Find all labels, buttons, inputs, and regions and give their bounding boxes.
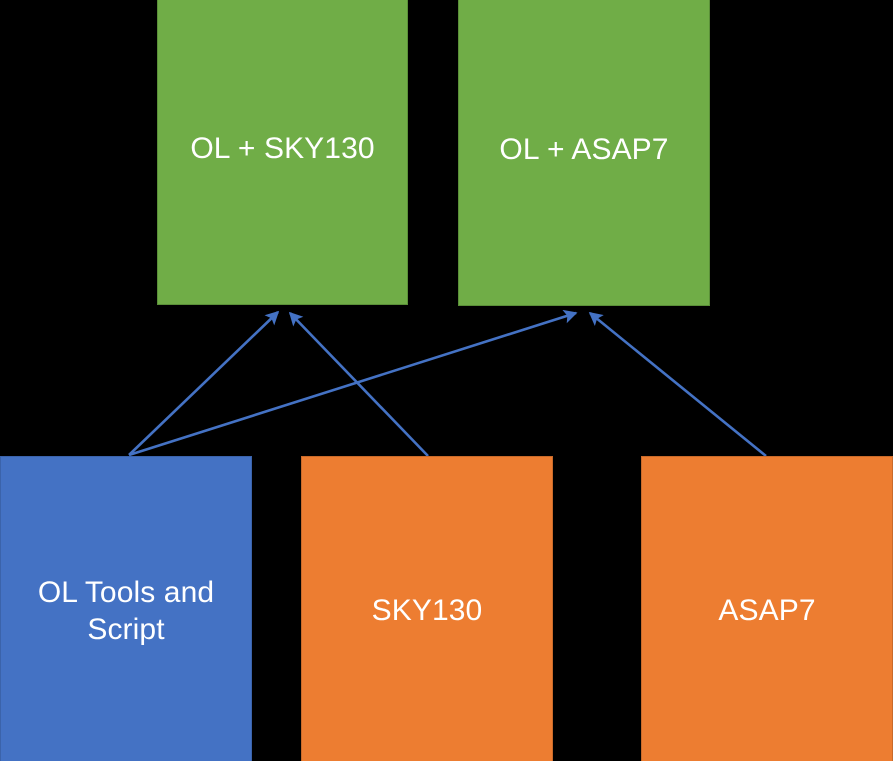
- arrow-ol-tools-to-ol-asap7: [128, 309, 578, 457]
- node-sky130[interactable]: SKY130: [301, 456, 553, 761]
- node-ol-asap7-label: OL + ASAP7: [499, 132, 669, 166]
- node-asap7-label: ASAP7: [718, 594, 816, 628]
- node-ol-tools-and-script[interactable]: OL Tools and Script: [0, 456, 252, 761]
- node-ol-tools-and-script-label: OL Tools and Script: [37, 575, 215, 646]
- node-ol-sky130[interactable]: OL + SKY130: [157, 0, 408, 305]
- node-ol-asap7[interactable]: OL + ASAP7: [458, 0, 710, 306]
- node-ol-sky130-label: OL + SKY130: [190, 132, 375, 166]
- node-sky130-label: SKY130: [371, 594, 483, 628]
- node-asap7[interactable]: ASAP7: [641, 456, 893, 761]
- arrow-asap7-to-ol-asap7: [588, 311, 767, 458]
- arrow-sky130-to-ol-sky130: [288, 311, 429, 457]
- arrow-ol-tools-to-ol-sky130: [128, 310, 280, 456]
